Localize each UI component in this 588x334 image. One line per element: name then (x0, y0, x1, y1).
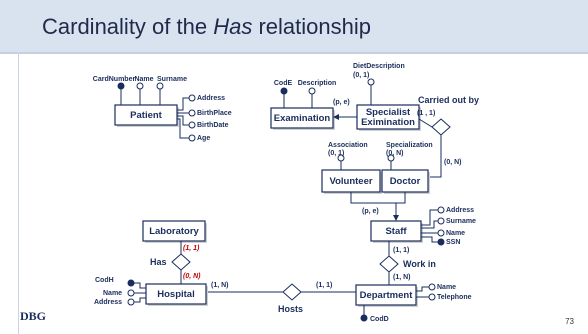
entity-laboratory-label: Laboratory (149, 226, 199, 237)
attr-codd: CodD (370, 316, 389, 323)
title-bar (0, 0, 588, 52)
entity-department-label: Department (360, 290, 414, 301)
card-dept-hosts: (1, 1) (316, 282, 332, 289)
attr-specialization: Specialization (386, 142, 433, 149)
rel-carried-out-by-label: Carried out by (418, 95, 479, 105)
card-specialization: (0, N) (386, 150, 404, 157)
entity-hospital-label: Hospital (157, 289, 194, 300)
attr-patient-name: Name (134, 76, 153, 83)
page-number: 73 (565, 317, 574, 326)
attr-patient-surname: Surname (157, 76, 187, 83)
card-dietdescription: (0, 1) (353, 72, 369, 79)
left-margin-line (18, 52, 19, 334)
attr-dept-name: Name (437, 284, 456, 291)
entity-examination (270, 107, 334, 129)
entity-examination-label: Examination (274, 113, 331, 124)
entity-specialist-examination (356, 104, 420, 130)
attr-name-marker (136, 82, 144, 90)
attr-ssn: SSN (446, 239, 460, 246)
entity-department (355, 284, 417, 306)
attr-surname-marker (156, 82, 164, 90)
attr-cardnumber: CardNumber (93, 76, 136, 83)
attr-age: Age (197, 135, 210, 142)
entity-specialist-label-2: Eximination (361, 117, 415, 128)
relationship-work-in (379, 255, 399, 273)
card-association: (0, 1) (328, 150, 344, 157)
entity-staff (370, 220, 422, 242)
card-spec-carried: (1 , 1) (417, 110, 435, 117)
title-prefix: Cardinality of the (42, 14, 214, 39)
rel-hosts-label: Hosts (278, 304, 303, 314)
card-doctor-carried: (0, N) (444, 159, 462, 166)
entity-patient-label: Patient (130, 110, 163, 121)
entity-patient (114, 104, 178, 126)
attr-hospital-name: Name (103, 290, 122, 297)
title-suffix: relationship (252, 14, 371, 39)
attr-patient-address: Address (197, 95, 225, 102)
rel-has-label: Has (150, 257, 167, 267)
entity-doctor-label: Doctor (390, 176, 421, 187)
attr-staff-name: Name (446, 230, 465, 237)
card-hosp-has: (0, N) (183, 273, 201, 280)
card-lab-has: (1, 1) (183, 245, 200, 252)
entity-laboratory (142, 220, 206, 242)
attr-birthdate: BirthDate (197, 122, 229, 129)
title-emphasis: Has (213, 14, 253, 39)
attr-code: CodE (274, 80, 293, 87)
card-dept-work: (1, N) (393, 274, 411, 281)
attr-staff-surname: Surname (446, 218, 476, 225)
card-spec-isa: (p, e) (333, 99, 350, 106)
attr-description: Description (298, 80, 337, 87)
entity-specialist-label-1: Specialist (366, 107, 411, 118)
attr-dietdescription: DietDescription (353, 63, 405, 70)
entity-volunteer-label: Volunteer (329, 176, 372, 187)
card-hosp-hosts: (1, N) (211, 282, 229, 289)
attr-cardnumber-marker (117, 82, 125, 90)
entity-hospital (145, 283, 207, 305)
title-bar-divider (0, 52, 588, 54)
card-staff-work: (1, 1) (393, 247, 409, 254)
dbg-logo: DBG (20, 309, 47, 323)
slide-title: Cardinality of the Has relationship (42, 14, 371, 40)
attr-birthplace: BirthPlace (197, 110, 232, 117)
attr-staff-address: Address (446, 207, 474, 214)
attr-association: Association (328, 142, 368, 149)
relationship-has (171, 253, 191, 271)
attr-codh: CodH (95, 277, 114, 284)
attr-telephone: Telephone (437, 294, 472, 301)
relationship-hosts (282, 283, 302, 301)
attr-hospital-address: Address (94, 299, 122, 306)
entity-staff-label: Staff (385, 226, 407, 237)
relationship-carried-out-by (431, 118, 451, 136)
rel-work-in-label: Work in (403, 259, 436, 269)
card-staff-isa: (p, e) (362, 208, 379, 215)
